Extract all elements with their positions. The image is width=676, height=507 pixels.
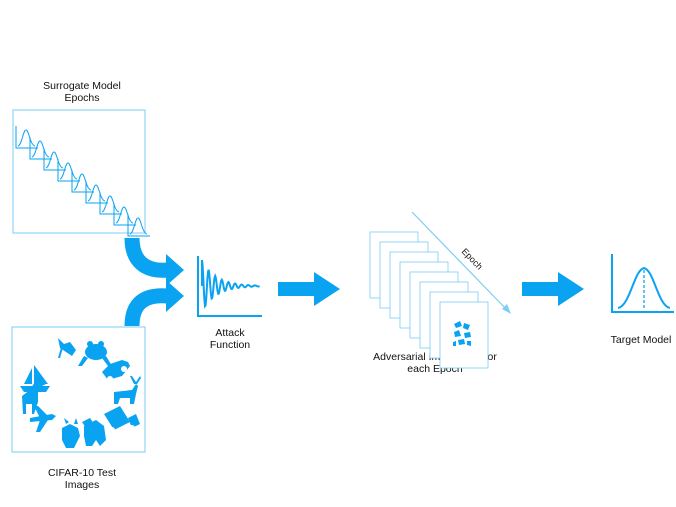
attack-function-icon	[197, 256, 262, 317]
truck-icon	[104, 406, 140, 433]
surrogate-model-plot-icon	[12, 109, 150, 237]
frog-icon	[78, 341, 112, 366]
deer-icon	[114, 376, 141, 404]
surrogate-model-epochs-label: Surrogate Model Epochs	[43, 80, 121, 104]
adversarial-image-sheet	[439, 301, 489, 369]
cifar10-test-images-label: CIFAR-10 Test Images	[47, 467, 117, 491]
airplane-icon	[30, 406, 56, 432]
surrogate-epoch-curve	[99, 192, 122, 215]
attack-function-label: Attack Function	[209, 327, 251, 351]
target-model-icon	[611, 254, 674, 313]
dog-icon	[82, 418, 106, 446]
surrogate-epoch-curve	[29, 137, 52, 160]
adversarial-image-stack-icon	[369, 231, 489, 369]
cifar-images-icon	[11, 326, 146, 453]
adversarial-to-target-arrow	[522, 272, 584, 306]
cifar-to-attack-arrow	[124, 280, 184, 327]
surrogate-epoch-curve	[43, 148, 66, 171]
surrogate-epoch-curve	[71, 170, 94, 193]
surrogate-to-attack-arrow	[124, 237, 184, 286]
surrogate-epoch-curve	[127, 214, 150, 237]
horse-icon	[22, 380, 46, 414]
bird-icon	[58, 338, 76, 358]
surrogate-epoch-curve	[57, 159, 80, 182]
epoch-axis-arrow	[411, 211, 511, 314]
epoch-axis-label: Epoch	[460, 246, 485, 271]
surrogate-epoch-curve	[113, 203, 136, 226]
car-icon	[102, 360, 130, 382]
cat-icon	[62, 418, 80, 448]
surrogate-epoch-curve	[15, 126, 38, 149]
target-model-label: Target Model	[610, 334, 672, 346]
attack-to-adversarial-arrow	[278, 272, 340, 306]
surrogate-epoch-curve	[85, 181, 108, 204]
